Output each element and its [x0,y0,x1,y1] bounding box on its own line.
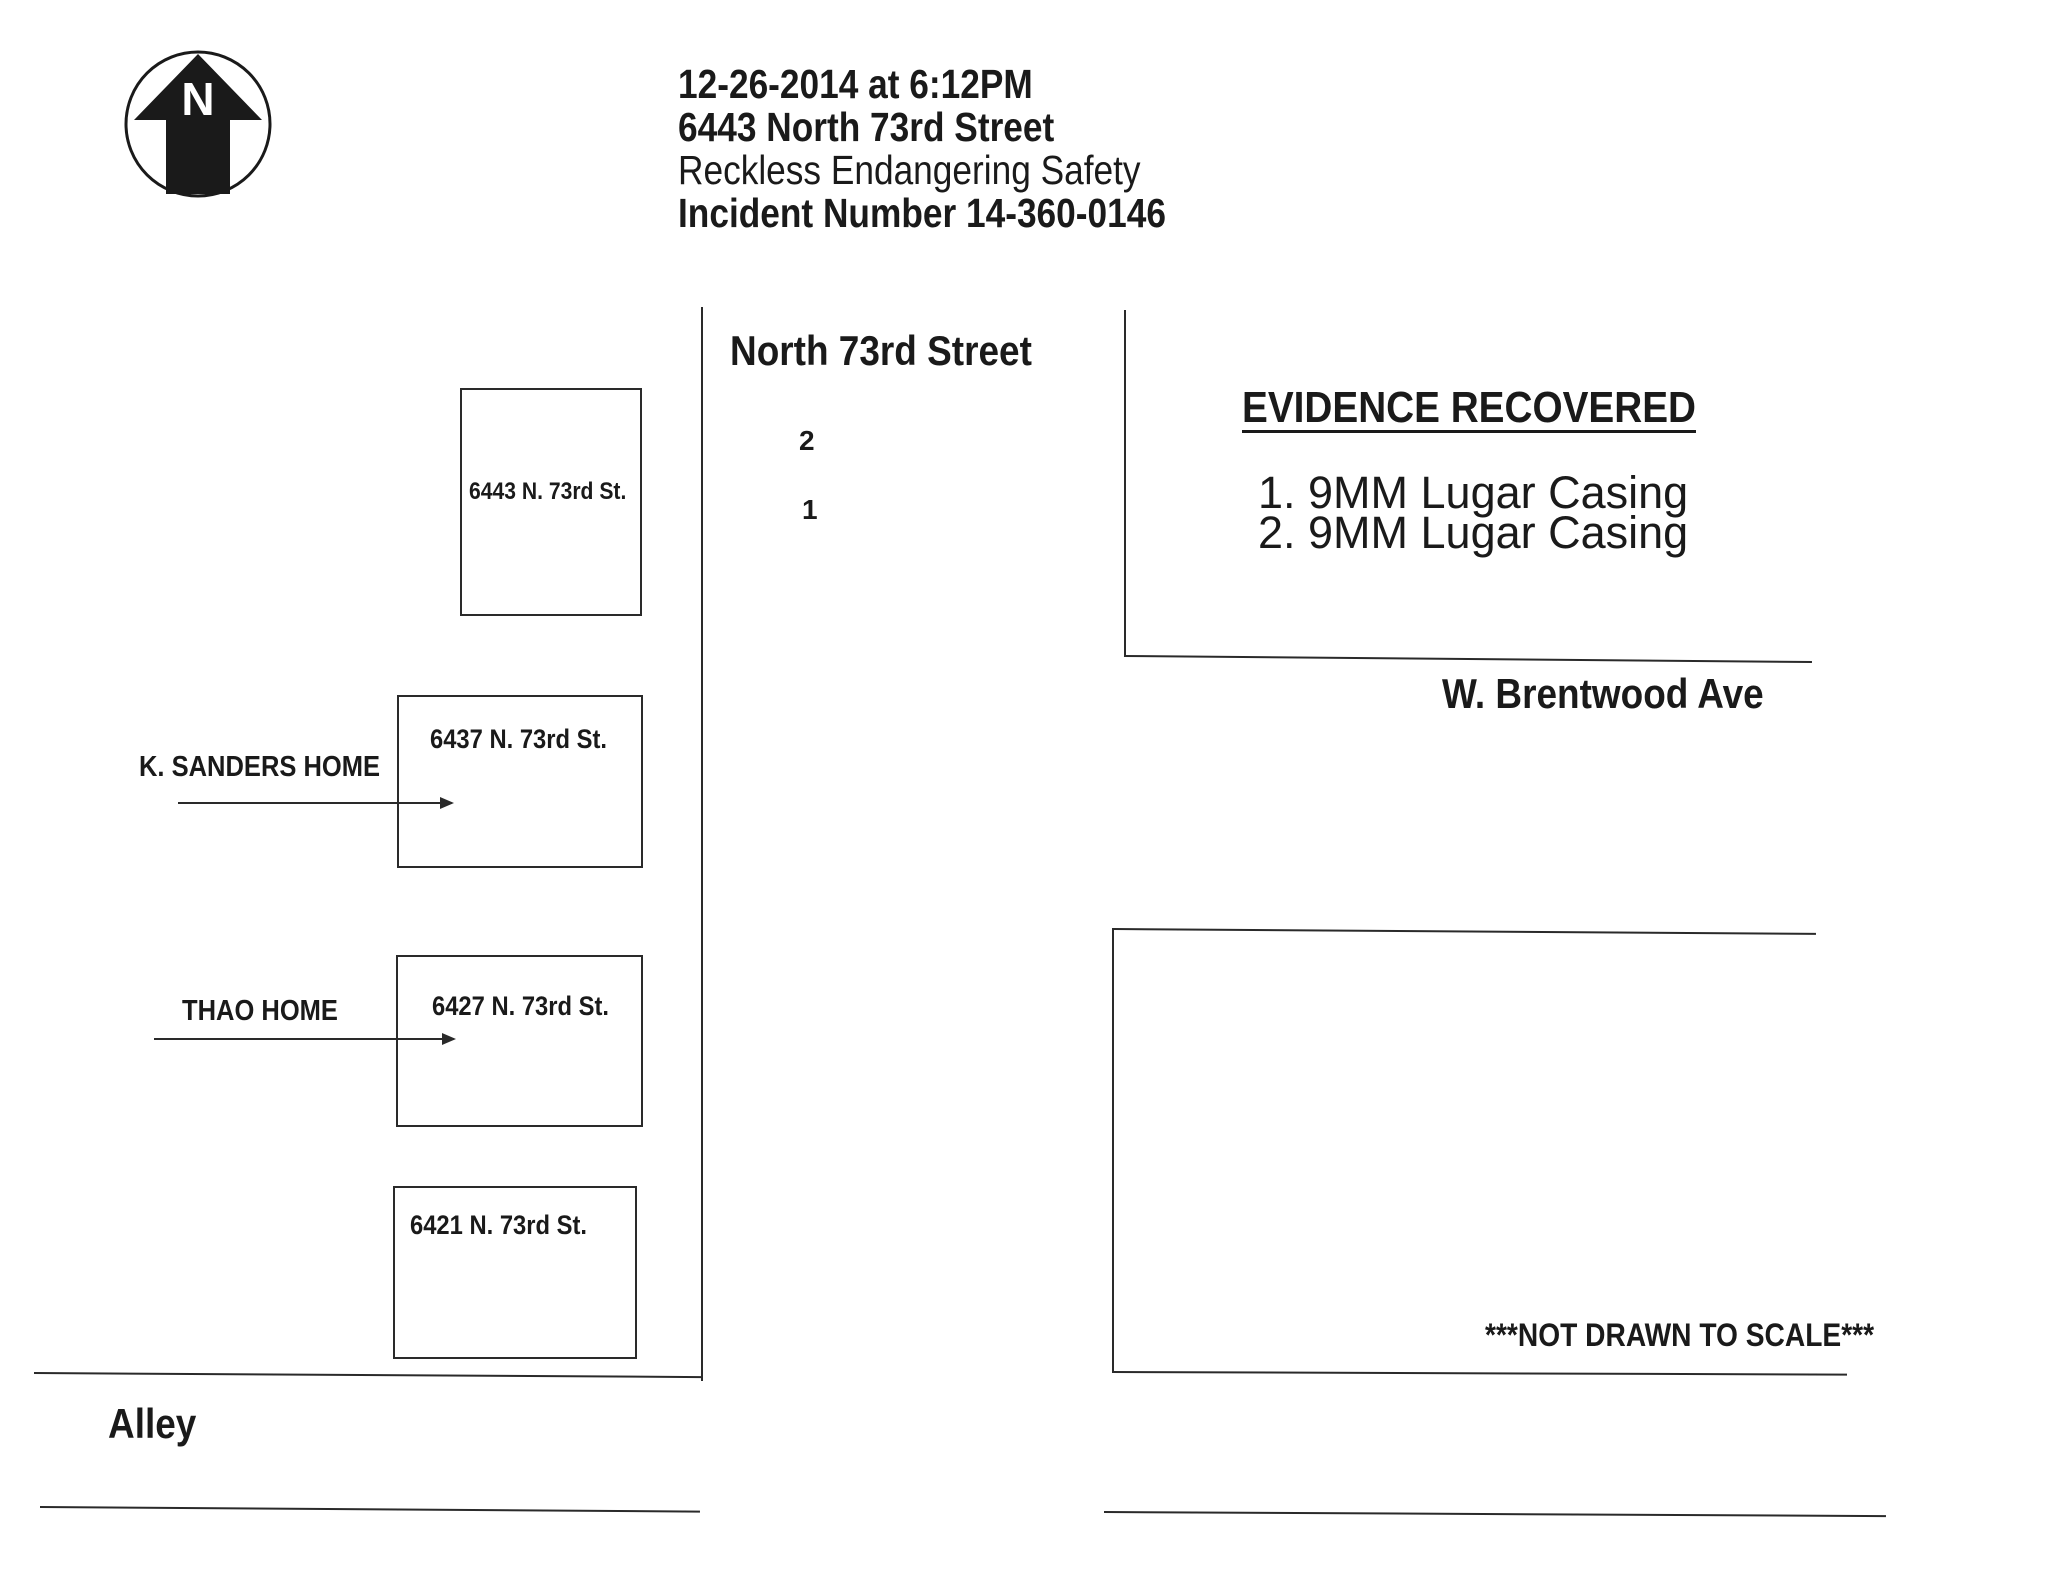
house-address-label: 6427 N. 73rd St. [432,991,609,1021]
street-right-edge [1124,310,1126,656]
street-name-brentwood: W. Brentwood Ave [1442,670,1764,717]
lower-block-left-edge [1112,928,1114,1372]
thao-home-label: THAO HOME [182,995,338,1027]
street-left-edge [701,307,703,1381]
street-name-north-73rd: North 73rd Street [730,327,1032,374]
evidence-item-2: 2. 9MM Lugar Casing [1258,507,1689,558]
incident-address: 6443 North 73rd Street [678,104,1055,150]
alley-lower-edge [39,1506,700,1513]
house-address-label: 6437 N. 73rd St. [430,724,607,754]
sanders-home-label: K. SANDERS HOME [139,751,381,783]
brentwood-lower-edge [1113,928,1816,935]
house-6437 [397,695,643,868]
house-address-label: 6443 N. 73rd St. [469,478,627,505]
evidence-marker-2: 2 [799,425,815,456]
brentwood-upper-edge [1123,655,1812,664]
evidence-marker-1: 1 [802,494,818,525]
not-to-scale-note: ***NOT DRAWN TO SCALE*** [1485,1317,1875,1353]
lower-block-bottom-edge [1111,1371,1847,1376]
north-arrow-icon: N [124,50,272,198]
evidence-title: EVIDENCE RECOVERED [1242,383,1696,432]
evidence-item-1: 1. 9MM Lugar Casing [1258,467,1689,518]
thao-home-arrow [154,1033,456,1045]
incident-date-time: 12-26-2014 at 6:12PM [678,61,1033,107]
incident-number: Incident Number 14-360-0146 [678,190,1166,236]
lower-road-edge [1103,1511,1886,1518]
street-name-alley: Alley [108,1400,197,1447]
alley-upper-edge [33,1372,702,1379]
house-6427 [396,955,643,1127]
sanders-home-arrow [178,797,454,809]
incident-offense: Reckless Endangering Safety [678,147,1141,193]
house-address-label: 6421 N. 73rd St. [410,1210,587,1240]
house-6443 [460,388,642,616]
house-6421 [393,1186,637,1359]
compass-letter: N [181,73,214,125]
